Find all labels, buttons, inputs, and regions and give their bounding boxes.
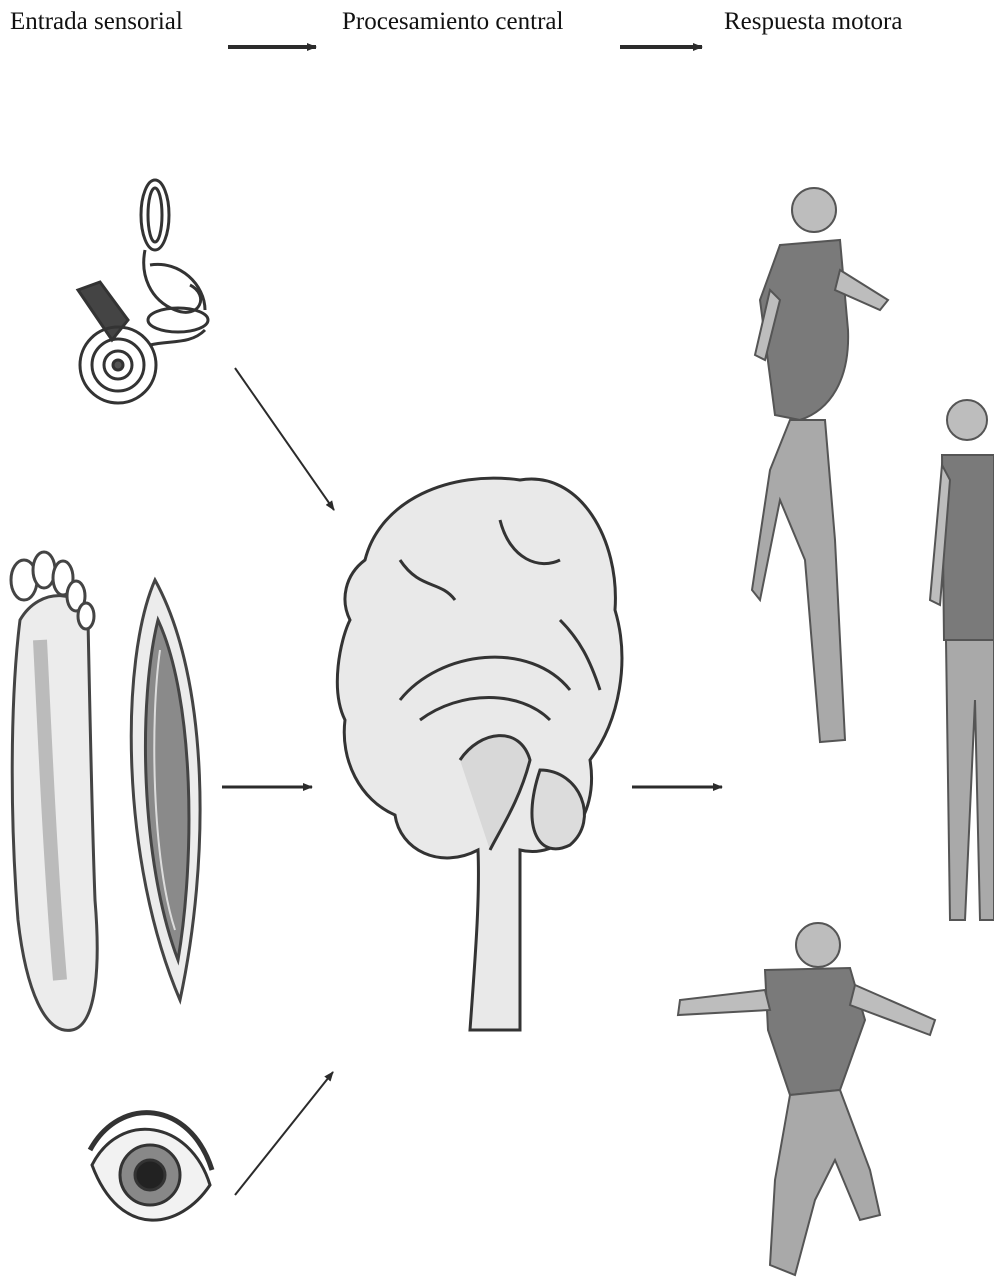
running-man-icon <box>752 188 888 742</box>
standing-man-icon <box>930 400 994 920</box>
brain-icon <box>337 478 622 1030</box>
falling-man-icon <box>678 923 935 1275</box>
muscle-spindle-icon <box>131 580 200 1000</box>
eye-icon <box>90 1113 212 1220</box>
inner-ear-icon <box>78 180 208 403</box>
arrow-ear-to-brain <box>235 368 334 510</box>
foot-sole-icon <box>11 552 97 1030</box>
arrow-eye-to-brain <box>235 1072 333 1195</box>
